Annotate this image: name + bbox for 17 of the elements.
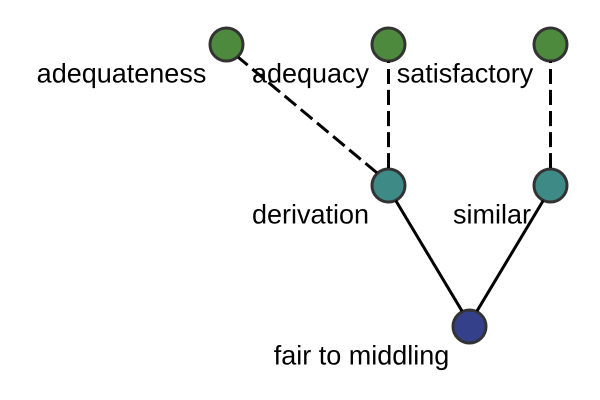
node-circle [452, 308, 488, 344]
node-circle [370, 26, 406, 62]
node-label: fair to middling [274, 340, 450, 370]
node-label: adequacy [252, 58, 370, 88]
connector [387, 60, 390, 168]
node-circle [370, 167, 406, 203]
node-circle [208, 26, 244, 62]
connector [237, 55, 378, 174]
connector [476, 199, 545, 312]
node-label: satisfactory [396, 58, 534, 88]
node-label: derivation [252, 199, 370, 230]
node-circle [532, 26, 568, 62]
node-label: adequateness [36, 58, 206, 88]
connector [549, 60, 552, 168]
node-circle [532, 167, 568, 203]
connector [394, 199, 464, 312]
node-label: similar [453, 199, 531, 230]
